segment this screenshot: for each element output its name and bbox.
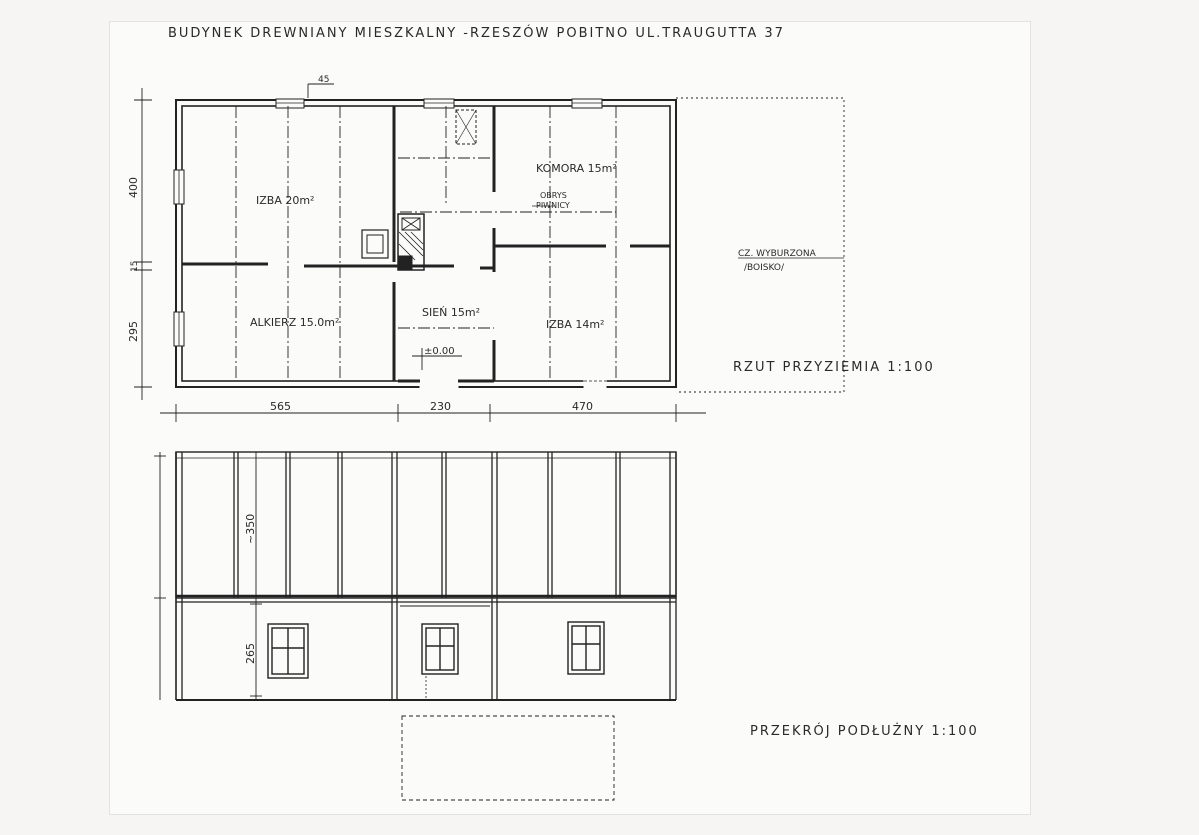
- room-label-sien: SIEŃ 15m²: [422, 306, 480, 319]
- note-boisko: /BOISKO/: [744, 263, 785, 273]
- dim-15: 15: [130, 261, 140, 272]
- plan-room-labels: IZBA 20m² ALKIERZ 15.0m² SIEŃ 15m² KOMOR…: [250, 162, 617, 331]
- section-label: PRZEKRÓJ PODŁUŻNY 1:100: [750, 724, 979, 739]
- note-wyburzona: CZ. WYBURZONA: [738, 249, 817, 259]
- dim-350: ~350: [244, 514, 257, 544]
- dim-265: 265: [244, 643, 257, 664]
- dim-400: 400: [127, 177, 140, 198]
- room-label-izba: IZBA 20m²: [256, 194, 314, 207]
- room-label-komora: KOMORA 15m²: [536, 162, 617, 175]
- note-piwnicy: PIWNICY: [536, 201, 570, 210]
- dim-470: 470: [572, 400, 593, 413]
- drawing-title: BUDYNEK DREWNIANY MIESZKALNY -RZESZÓW PO…: [168, 26, 785, 41]
- room-label-izba-2: IZBA 14m²: [546, 318, 604, 331]
- drawing-sheet: [110, 22, 1030, 814]
- wall-thickness: 45: [318, 75, 329, 85]
- dim-295: 295: [127, 321, 140, 342]
- floor-plan: [134, 83, 845, 422]
- section-dimensions: ~350 265: [244, 514, 257, 664]
- note-obrys: OBRYS: [540, 191, 567, 200]
- level-mark: ±0.00: [424, 346, 455, 357]
- plan-dimensions: 565 230 470 400 15 295: [127, 177, 593, 413]
- dim-230: 230: [430, 400, 451, 413]
- section-drawing: [154, 451, 677, 801]
- dim-565: 565: [270, 400, 291, 413]
- plan-label: RZUT PRZYZIEMIA 1:100: [733, 360, 935, 375]
- plan-notes: OBRYS PIWNICY CZ. WYBURZONA /BOISKO/ ±0.…: [318, 75, 817, 357]
- room-label-alkierz: ALKIERZ 15.0m²: [250, 316, 339, 329]
